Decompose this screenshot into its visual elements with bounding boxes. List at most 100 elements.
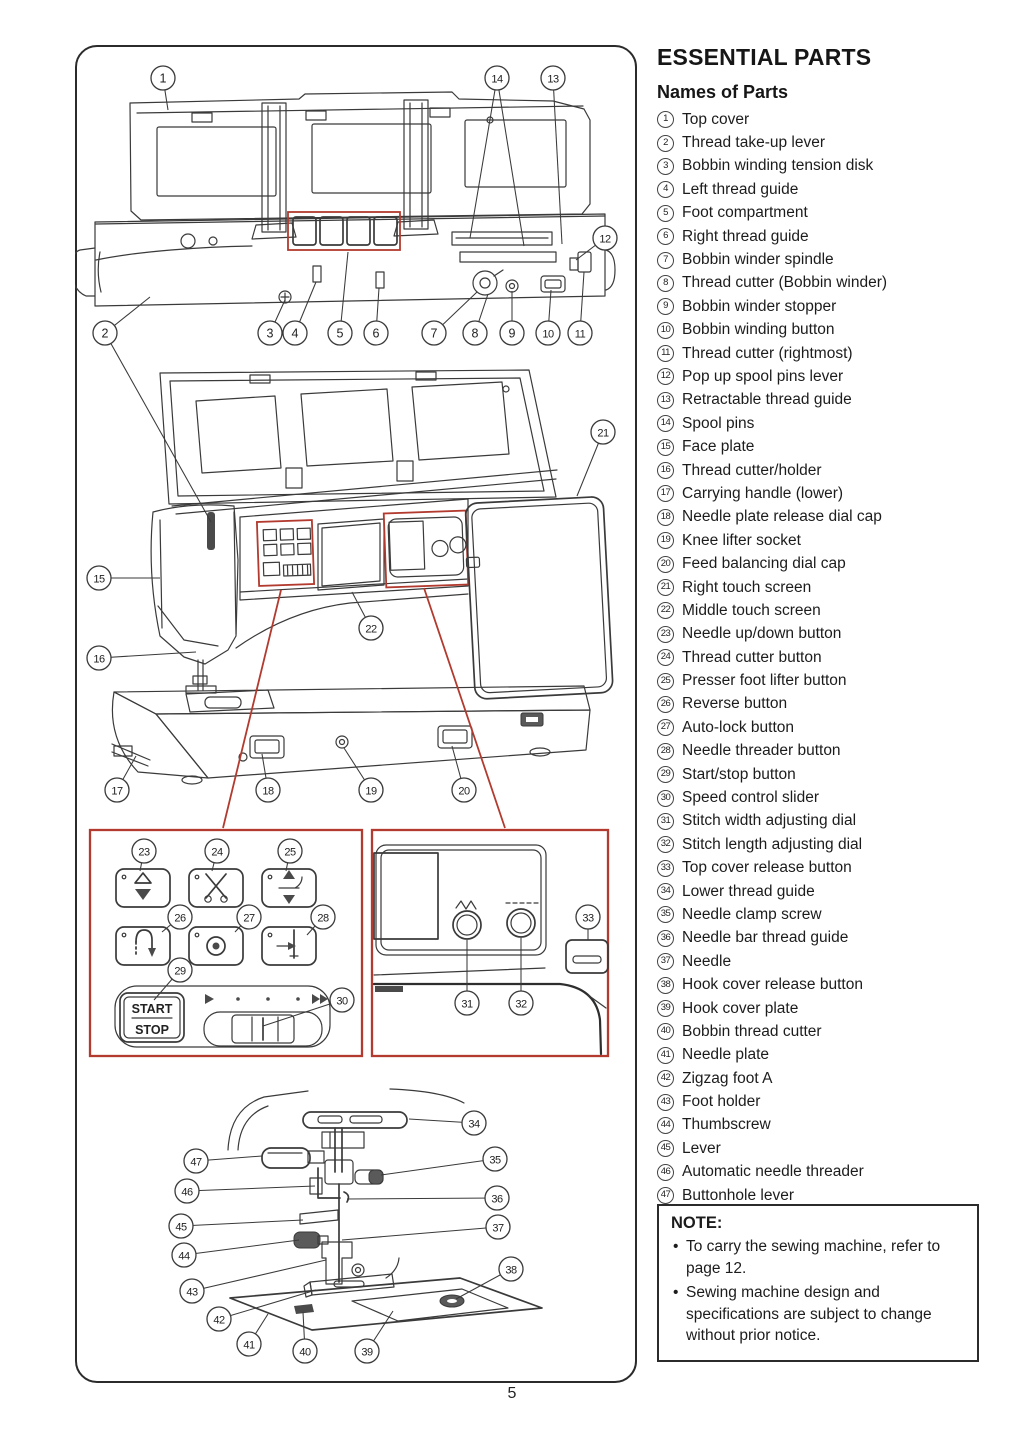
lever-part xyxy=(299,1209,339,1225)
callout-number: 11 xyxy=(575,329,586,341)
highlight-connector-right xyxy=(423,587,506,829)
part-label: Thread cutter (Bobbin winder) xyxy=(682,274,888,292)
part-number-badge: 27 xyxy=(657,719,674,737)
highlight-connector-left xyxy=(222,589,282,829)
callout-circle xyxy=(183,1148,209,1174)
part-label: Retractable thread guide xyxy=(682,391,852,409)
part-number-badge: 23 xyxy=(657,625,674,643)
part-number-badge: 33 xyxy=(657,859,674,877)
part-list-item: 36 Needle bar thread guide xyxy=(657,927,979,950)
callout-number: 21 xyxy=(597,428,609,440)
part-label: Thread cutter/holder xyxy=(682,461,822,479)
part-number-badge: 13 xyxy=(657,391,674,409)
callout-circle xyxy=(499,320,525,346)
callout-number: 19 xyxy=(365,786,377,798)
foot-holder xyxy=(321,1241,365,1285)
part-number-badge: 5 xyxy=(657,204,674,222)
callout-circle xyxy=(592,225,618,251)
callout-circle xyxy=(92,320,118,346)
part-label: Needle xyxy=(682,952,732,970)
part-number-badge: 3 xyxy=(657,157,674,175)
callout-circle xyxy=(236,1331,262,1357)
stitch-width-dial xyxy=(452,900,482,940)
callout-leader-line xyxy=(191,1259,327,1292)
part-number-badge: 19 xyxy=(657,532,674,550)
callout-circle xyxy=(282,320,308,346)
page-title: ESSENTIAL PARTS xyxy=(657,44,872,70)
thread-cutter-button xyxy=(188,868,244,908)
note-item: To carry the sewing machine, refer to pa… xyxy=(671,1236,965,1279)
callout-circle xyxy=(236,904,262,930)
part-label: Pop up spool pins lever xyxy=(682,367,844,385)
top-cover-release-button xyxy=(565,939,609,974)
needle-updown-button xyxy=(115,868,171,908)
callout-circle xyxy=(461,1110,487,1136)
callout-number: 15 xyxy=(93,574,105,586)
callout-circle xyxy=(567,320,593,346)
part-number-badge: 30 xyxy=(657,789,674,807)
part-number-badge: 43 xyxy=(657,1093,674,1111)
callout-number: 4 xyxy=(292,327,299,341)
callout-circle xyxy=(255,777,281,803)
callout-number: 1 xyxy=(160,72,167,86)
callout-number: 8 xyxy=(472,327,479,341)
note-list: To carry the sewing machine, refer to pa… xyxy=(671,1236,965,1347)
callout-circle xyxy=(292,1338,318,1364)
callout-circle xyxy=(540,65,566,91)
callout-number: 17 xyxy=(111,786,123,798)
part-label: Stitch width adjusting dial xyxy=(682,812,857,830)
middle-screen-detail xyxy=(373,852,439,940)
callout-circle xyxy=(482,1146,508,1172)
part-label: Thumbscrew xyxy=(682,1116,771,1134)
control-panel-detail: START STOP xyxy=(88,828,364,1058)
callout-circle xyxy=(498,1256,524,1282)
callout-number: 2 xyxy=(102,327,109,341)
callout-circle xyxy=(484,65,510,91)
part-number-badge: 24 xyxy=(657,649,674,667)
callout-number: 6 xyxy=(373,327,380,341)
needle-plate-part xyxy=(229,1277,543,1331)
part-number-badge: 10 xyxy=(657,321,674,339)
callout-number: 35 xyxy=(489,1155,501,1167)
callout-circle xyxy=(277,838,303,864)
front-view-diagram xyxy=(111,369,614,829)
callout-number: 5 xyxy=(337,327,344,341)
part-number-badge: 36 xyxy=(657,929,674,947)
part-number-badge: 37 xyxy=(657,953,674,971)
callout-circle xyxy=(358,615,384,641)
part-label: Hook cover plate xyxy=(682,999,799,1017)
callout-circle xyxy=(179,1278,205,1304)
callout-circle xyxy=(86,645,112,671)
part-label: Lever xyxy=(682,1139,721,1157)
start-label: START xyxy=(132,1002,173,1016)
callout-number: 33 xyxy=(582,913,594,925)
callout-leader-line xyxy=(346,1197,498,1200)
callout-number: 29 xyxy=(174,966,186,978)
callout-leader-line xyxy=(262,999,343,1027)
bobbin-thread-cutter-part xyxy=(294,1304,314,1314)
part-label: Needle bar thread guide xyxy=(682,929,849,947)
presser-foot-lifter-button xyxy=(261,868,317,908)
callout-leader-line xyxy=(339,251,349,334)
